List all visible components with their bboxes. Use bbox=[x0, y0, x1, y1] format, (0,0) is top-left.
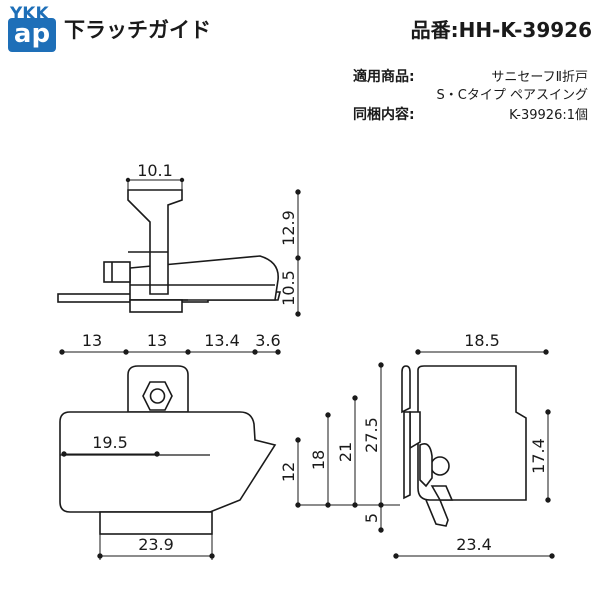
side-view bbox=[401, 365, 527, 527]
dim-front-w4: 3.6 bbox=[255, 331, 280, 350]
dim-side-h2: 18 bbox=[309, 450, 328, 470]
front-view-dims bbox=[61, 451, 215, 560]
contents-value: K-39926:1個 bbox=[509, 108, 588, 123]
applicable-value-2: S・Cタイプ ペアスイング bbox=[436, 88, 588, 103]
contents-label: 同梱内容: bbox=[353, 107, 415, 123]
top-view-dims bbox=[125, 177, 301, 317]
dim-side-h4: 27.5 bbox=[362, 417, 381, 453]
logo-text-ap: ap bbox=[8, 18, 56, 52]
dim-top-height-upper: 12.9 bbox=[279, 210, 298, 246]
top-view bbox=[57, 189, 282, 313]
applicable-label: 適用商品: bbox=[353, 69, 415, 85]
dim-side-h5: 5 bbox=[362, 513, 381, 523]
dim-side-right: 17.4 bbox=[529, 438, 548, 474]
dim-side-top: 18.5 bbox=[464, 331, 500, 350]
dim-front-w1: 13 bbox=[82, 331, 102, 350]
dim-side-h1: 12 bbox=[279, 462, 298, 482]
dim-top-height-lower: 10.5 bbox=[279, 270, 298, 306]
dim-side-bottom: 23.4 bbox=[456, 535, 492, 554]
dim-front-w2: 13 bbox=[147, 331, 167, 350]
part-number: 品番:HH-K-39926 bbox=[410, 18, 592, 42]
product-title: 下ラッチガイド bbox=[64, 18, 211, 42]
dim-top-width: 10.1 bbox=[137, 161, 173, 180]
front-view bbox=[59, 365, 277, 535]
dim-front-inner: 19.5 bbox=[92, 433, 128, 452]
side-view-dims bbox=[295, 349, 555, 559]
dim-front-bottom: 23.9 bbox=[138, 535, 174, 554]
ykk-ap-logo: YKK ap bbox=[8, 4, 64, 54]
front-view-dims-top bbox=[59, 349, 281, 355]
applicable-value-1: サニセーフⅡ折戸 bbox=[491, 70, 588, 85]
dim-side-h3: 21 bbox=[336, 442, 355, 462]
dim-front-w3: 13.4 bbox=[204, 331, 240, 350]
